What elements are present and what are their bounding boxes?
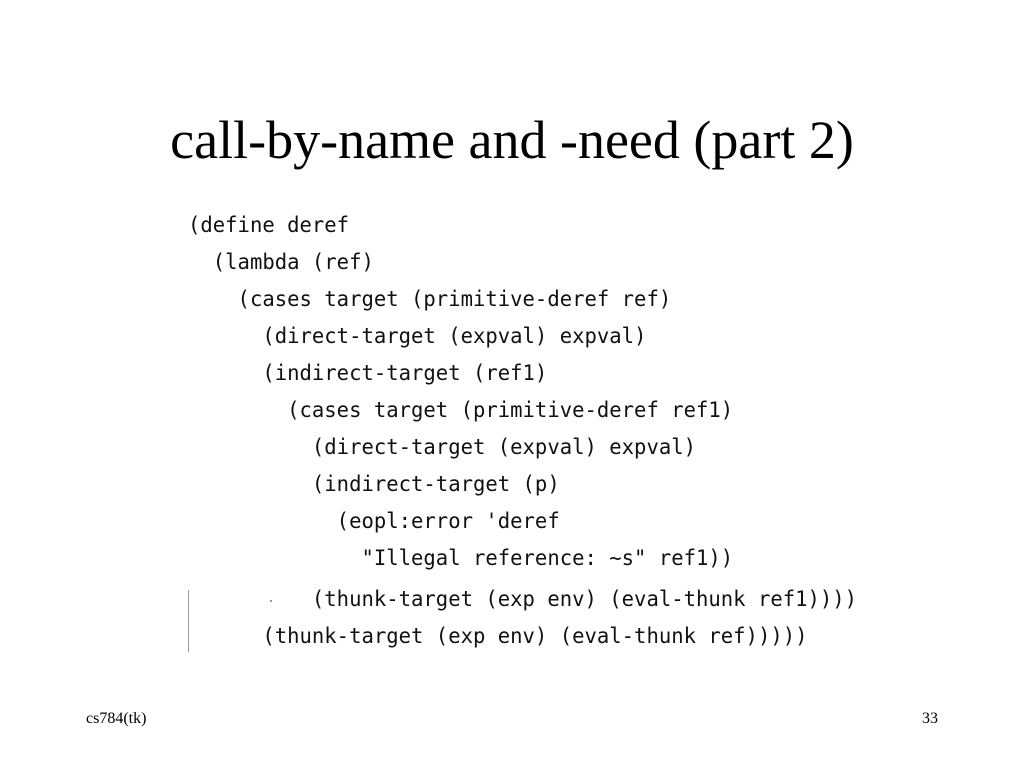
scan-artifact-line — [188, 590, 189, 652]
code-line: (direct-target (expval) expval) — [188, 435, 697, 459]
code-line: (cases target (primitive-deref ref) — [188, 287, 672, 311]
code-line: (indirect-target (ref1) — [188, 361, 548, 385]
code-line: (cases target (primitive-deref ref1) — [188, 398, 734, 422]
code-line: (indirect-target (p) — [188, 472, 560, 496]
code-line: (define deref — [188, 213, 350, 237]
code-listing: (define deref (lambda (ref) (cases targe… — [188, 208, 868, 654]
code-line: (eopl:error 'deref — [188, 509, 560, 533]
slide-title: call-by-name and -need (part 2) — [170, 110, 854, 170]
code-line: (thunk-target (exp env) (eval-thunk ref1… — [188, 587, 858, 611]
footer-course-label: cs784(tk) — [86, 710, 147, 727]
scan-artifact-dot — [270, 600, 272, 602]
code-line: (lambda (ref) — [188, 250, 374, 274]
footer-page-number: 33 — [922, 710, 938, 727]
code-line: "Illegal reference: ~s" ref1)) — [188, 546, 734, 570]
code-line: (direct-target (expval) expval) — [188, 324, 647, 348]
code-line: (thunk-target (exp env) (eval-thunk ref)… — [188, 624, 808, 648]
